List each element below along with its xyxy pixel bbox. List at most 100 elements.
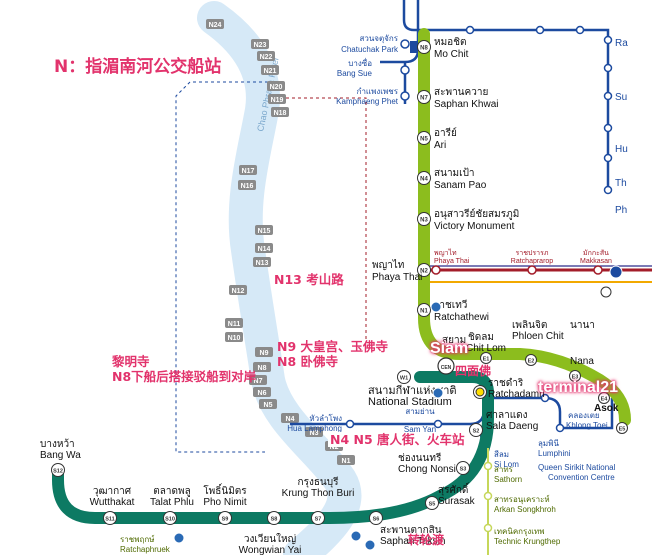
- station-thai-s9: โพธิ์นิมิตร: [203, 483, 247, 497]
- mrt-chatuchak-thai: สวนจตุจักร: [359, 34, 398, 43]
- station-code-s7: S7: [315, 517, 322, 523]
- pier-marker-n11: [225, 318, 243, 328]
- station-marker-w1: [397, 370, 411, 384]
- station-marker-n2: [417, 263, 431, 277]
- feeder-station-1: [483, 461, 493, 471]
- airport-link-station-1: [431, 265, 441, 275]
- station-en-s5: Surasak: [438, 496, 476, 507]
- station-en-phloenchit: Phloen Chit: [512, 331, 564, 342]
- station-code-s9: S9: [222, 517, 229, 523]
- info-icon-2: [350, 530, 362, 542]
- station-thai-n5: อารีย์: [434, 127, 457, 139]
- station-code-s2: S2: [473, 429, 480, 435]
- station-marker-n5: [417, 131, 431, 145]
- mrt-khlongtoei-thai: คลองเตย: [568, 411, 600, 420]
- pier-label-n4: N4: [286, 416, 295, 423]
- station-marker-n7: [417, 90, 431, 104]
- right-edge-label-5: Ph: [615, 205, 627, 216]
- annotation-zhuanlundu: 转轮渡: [408, 533, 445, 547]
- pier-marker-n22: [257, 51, 275, 61]
- mrt-qsncc-en-1: Queen Sirikit National: [538, 463, 616, 472]
- mrt-top-dot-1: [465, 25, 475, 35]
- station-en-w1: National Stadium: [368, 396, 452, 408]
- station-marker-e4: [598, 392, 610, 404]
- pier-marker-n13: [253, 257, 271, 267]
- station-thai-n4: สนามเป้า: [434, 167, 475, 179]
- pier-marker-n17: [239, 165, 257, 175]
- feeder-technic-thai: เทคนิคกรุงเทพ: [494, 527, 545, 536]
- mrt-bottom-dot-4: [555, 423, 565, 433]
- pier-label-n12: N12: [232, 288, 245, 295]
- station-thai-n2: พญาไท: [372, 259, 404, 271]
- pier-label-n17: N17: [242, 168, 255, 175]
- station-code-n4: N4: [420, 177, 428, 183]
- arl-phayathai-thai: พญาไท: [434, 248, 457, 257]
- station-code-e4: E4: [601, 397, 609, 403]
- station-en-nana: Nana: [570, 356, 594, 367]
- siam-highlight-label: Siam: [430, 340, 469, 357]
- station-code-siam: CEN: [441, 365, 452, 371]
- annotation-simianfo: 四面佛: [455, 364, 492, 378]
- pier-label-n23: N23: [254, 42, 267, 49]
- station-en-n5: Ari: [434, 140, 446, 151]
- station-marker-s2: [469, 423, 483, 437]
- airport-link-station-2: [527, 265, 537, 275]
- station-en-s7: Krung Thon Buri: [282, 488, 355, 499]
- pier-marker-n9: [255, 347, 273, 357]
- pier-marker-n23: [251, 39, 269, 49]
- mrt-top-dot-2: [535, 25, 545, 35]
- station-marker-n4: [417, 171, 431, 185]
- station-marker-s6: [369, 511, 383, 525]
- annotation-n9: N9 大皇宫、玉佛寺: [277, 339, 389, 354]
- pier-label-n3: N3: [310, 430, 319, 437]
- pier-marker-n12: [229, 285, 247, 295]
- info-icon-5: [432, 387, 444, 399]
- station-en-s6: Saphan Taksin: [380, 536, 445, 547]
- mrt-lumphini-en: Lumphini: [538, 449, 571, 458]
- right-edge-label-4: Th: [615, 178, 627, 189]
- station-en-n3: Victory Monument: [434, 221, 515, 232]
- info-icon-1: [173, 532, 185, 544]
- mrt-samyan-en: Sam Yan: [404, 425, 436, 434]
- station-thai-n1: ราชเทวี: [434, 299, 467, 311]
- pier-marker-n24: [206, 19, 224, 29]
- station-en-n7: Saphan Khwai: [434, 99, 499, 110]
- station-marker-s8: [267, 511, 281, 525]
- chao-phraya-river: [197, 1, 362, 555]
- feeder-technic-en: Technic Krungthep: [494, 537, 561, 546]
- station-en-s12: Bang Wa: [40, 450, 81, 461]
- feeder-sathorn-en: Sathorn: [494, 475, 522, 484]
- station-thai-s8: วงเวียนใหญ่: [244, 533, 296, 545]
- arl-makkasan-interchange: [600, 286, 612, 298]
- station-code-s12: S12: [53, 469, 63, 475]
- annotation-n4-n5: N4 N5 唐人街、火车站: [328, 432, 467, 447]
- station-code-n2: N2: [420, 269, 428, 275]
- right-edge-label-2: Su: [615, 92, 627, 103]
- annotation-limingsi-title: 黎明寺: [112, 354, 150, 369]
- info-icon-3: [364, 539, 376, 551]
- station-en-s9: Pho Nimit: [203, 497, 247, 508]
- station-marker-n3: [417, 212, 431, 226]
- pier-marker-n18: [271, 107, 289, 117]
- pier-label-n11: N11: [228, 321, 241, 328]
- station-code-s10: S10: [165, 517, 175, 523]
- mrt-khlongtoei-en: Khlong Toei: [566, 421, 608, 430]
- station-marker-e1: [480, 352, 492, 364]
- station-thai-s11: วุฒากาศ: [93, 486, 132, 497]
- legend-title: N：指湄南河公交船站: [52, 52, 224, 77]
- legend-title-text: N：指湄南河公交船站: [54, 57, 222, 77]
- pier-marker-n15: [255, 225, 273, 235]
- station-thai-siam: สยาม: [442, 335, 466, 346]
- station-code-w1: W1: [400, 376, 408, 382]
- ratchaphruek-thai: ราชพฤกษ์: [120, 534, 155, 544]
- annotation-n13: N13 考山路: [272, 272, 346, 287]
- annotation-limingsi-detail: N8下船后搭接驳船到对岸: [112, 369, 257, 384]
- station-en-s3: Chong Nonsi: [398, 464, 456, 475]
- station-thai-s7: กรุงธนบุรี: [298, 476, 340, 488]
- right-edge-label-3: Hu: [615, 144, 628, 155]
- station-code-n3: N3: [420, 218, 428, 224]
- station-code-e1: E1: [483, 357, 490, 363]
- station-code-e2: E2: [528, 359, 535, 365]
- ratchaphruek-en: Ratchaphruek: [120, 545, 171, 554]
- pier-label-n6: N6: [258, 390, 267, 397]
